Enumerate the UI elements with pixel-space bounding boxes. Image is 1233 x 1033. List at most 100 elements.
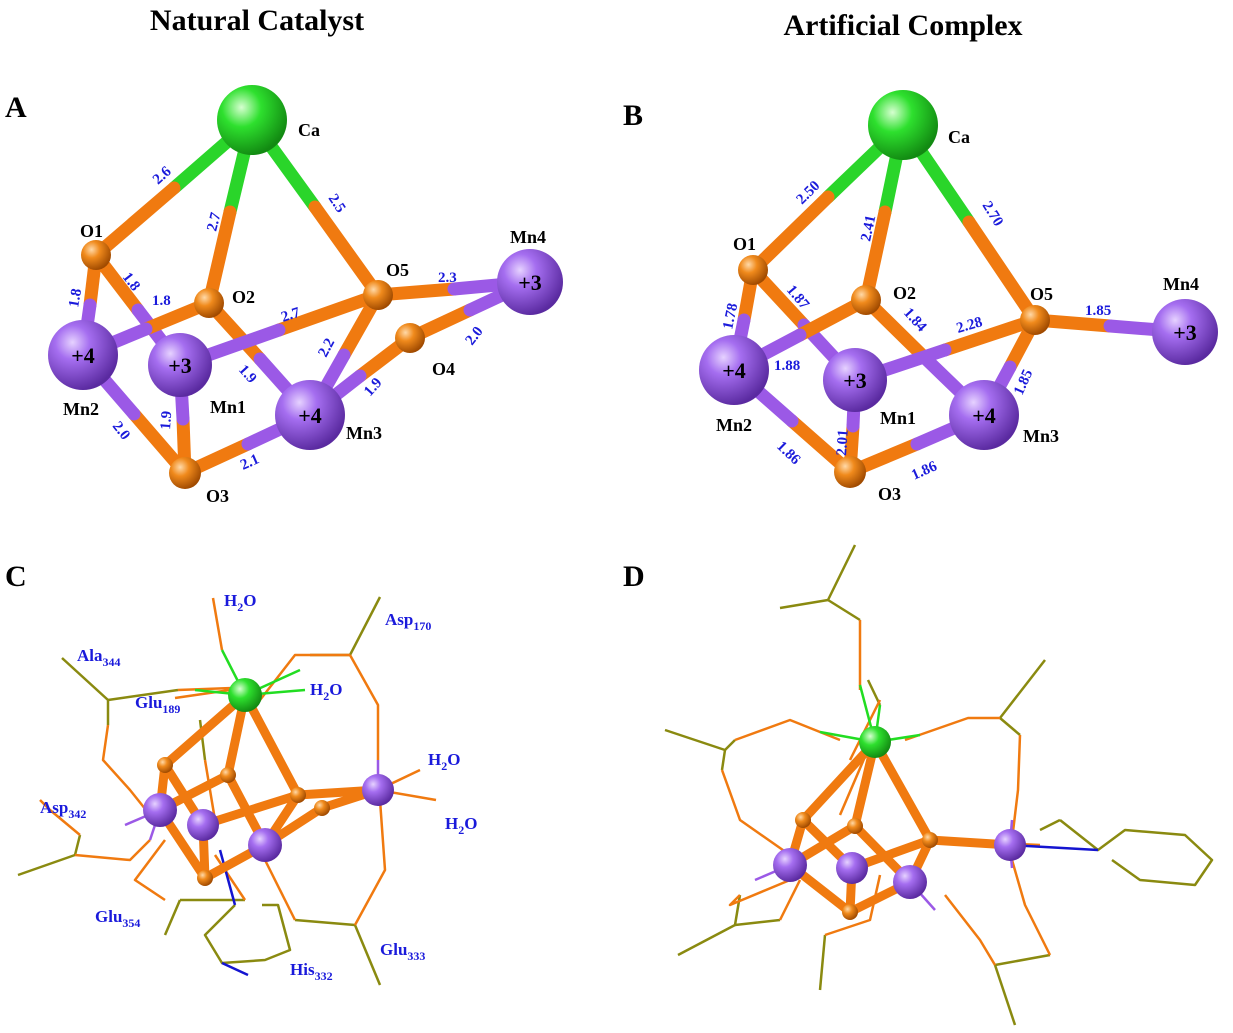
- title-natural-catalyst: Natural Catalyst: [150, 4, 364, 37]
- o5-atom-b: [1020, 305, 1050, 335]
- label-ala-344: Ala344: [77, 646, 121, 669]
- panel-label-b: B: [623, 99, 643, 132]
- label-ca: Ca: [298, 120, 320, 140]
- panel-d-structure: [664, 544, 1214, 1026]
- dist-b-o1-mn2: 1.78: [720, 302, 741, 331]
- label-asp-342: Asp342: [40, 798, 86, 821]
- mn-atom-d1: [773, 848, 807, 882]
- oxidation-mn1: +3: [168, 353, 192, 378]
- label-o3: O3: [206, 486, 229, 506]
- panel-c-atoms: [143, 678, 394, 886]
- label-water-top: H2O: [224, 591, 256, 614]
- dist-b-ca-o5: 2.70: [979, 199, 1006, 230]
- label-water-mid: H2O: [310, 680, 342, 703]
- dist-a-o5-mn1: 2.7: [279, 305, 302, 326]
- o5-atom: [363, 280, 393, 310]
- panel-b-cluster: Ca O1 O2 O5 O3 Mn2 Mn1 Mn3 Mn4 +4 +3 +4 …: [699, 90, 1218, 504]
- mn-atom-c1: [143, 793, 177, 827]
- o1-atom: [81, 240, 111, 270]
- dist-b-o5-mn1: 2.28: [955, 314, 985, 337]
- o2-atom: [194, 288, 224, 318]
- dist-a-o2-mn2: 1.8: [152, 293, 171, 309]
- o3-atom-b: [834, 456, 866, 488]
- label-glu-354: Glu354: [95, 907, 140, 930]
- oxidation-mn2: +4: [71, 343, 95, 368]
- panel-label-c: C: [5, 560, 27, 593]
- mn-atom-d3: [893, 865, 927, 899]
- o-atom-d1: [795, 812, 811, 828]
- oxidation-mn1-b: +3: [843, 368, 867, 393]
- o-atom-c3: [290, 787, 306, 803]
- o-atom-d2: [847, 818, 863, 834]
- label-ca-b: Ca: [948, 127, 970, 147]
- label-o3-b: O3: [878, 484, 901, 504]
- label-mn3: Mn3: [346, 423, 382, 443]
- panel-b-labels: Ca O1 O2 O5 O3 Mn2 Mn1 Mn3 Mn4 +4 +3 +4 …: [716, 127, 1199, 504]
- mn3-atom-b: [949, 380, 1019, 450]
- mn-atom-c4: [362, 774, 394, 806]
- label-water-right2: H2O: [445, 814, 477, 837]
- label-o5-b: O5: [1030, 284, 1053, 304]
- mn2-atom: [48, 320, 118, 390]
- panel-b-atoms: [699, 90, 1218, 488]
- dist-a-o5-mn3: 2.2: [315, 336, 338, 360]
- label-o1: O1: [80, 221, 103, 241]
- dist-b-o3-mn2: 1.86: [773, 438, 803, 468]
- label-o1-b: O1: [733, 234, 756, 254]
- label-water-right1: H2O: [428, 750, 460, 773]
- panel-a-atoms: [48, 85, 563, 489]
- dist-b-o2-mn2: 1.88: [774, 358, 800, 374]
- panel-d-atoms: [773, 726, 1026, 920]
- o3-atom: [169, 457, 201, 489]
- o-atom-d4: [842, 904, 858, 920]
- mn2-atom-b: [699, 335, 769, 405]
- ca-atom-d: [859, 726, 891, 758]
- dist-a-o3-mn3: 2.1: [238, 451, 262, 473]
- mn-atom-c2: [187, 809, 219, 841]
- dist-a-ca-o5: 2.5: [325, 191, 349, 215]
- dist-a-o3-mn1: 1.9: [158, 410, 175, 430]
- dist-b-o3-mn3: 1.86: [909, 458, 940, 483]
- label-glu-333: Glu333: [380, 940, 425, 963]
- ca-atom-c: [228, 678, 262, 712]
- o-atom-c5: [197, 870, 213, 886]
- dist-a-ca-o2: 2.7: [204, 210, 224, 233]
- dist-b-ca-o2: 2.41: [858, 214, 879, 243]
- label-mn4: Mn4: [510, 227, 546, 247]
- ca-atom: [217, 85, 287, 155]
- label-mn4-b: Mn4: [1163, 274, 1199, 294]
- o-atom-c2: [220, 767, 236, 783]
- title-artificial-complex: Artificial Complex: [783, 9, 1022, 42]
- o-atom-c1: [157, 757, 173, 773]
- mn-atom-d2: [836, 852, 868, 884]
- label-mn2: Mn2: [63, 399, 99, 419]
- label-mn3-b: Mn3: [1023, 426, 1059, 446]
- dist-a-o1-mn2: 1.8: [66, 287, 85, 308]
- o-atom-d3: [922, 832, 938, 848]
- o2-atom-b: [851, 285, 881, 315]
- dist-b-o5-mn4: 1.85: [1085, 303, 1111, 319]
- panel-c-ligand-wires: [17, 596, 437, 986]
- label-asp-170: Asp170: [385, 610, 431, 633]
- panel-c-ligand-labels: H2O H2O H2O H2O Ala344 Asp170 Glu189 Asp…: [40, 591, 477, 983]
- ca-atom-b: [868, 90, 938, 160]
- mn-atom-d4: [994, 829, 1026, 861]
- oxidation-mn4: +3: [518, 270, 542, 295]
- label-o2-b: O2: [893, 283, 916, 303]
- dist-a-o4-mn4: 2.0: [463, 324, 487, 349]
- panel-a-cluster: Ca O1 O2 O5 O4 O3 Mn2 Mn1 Mn3 Mn4 +4 +3 …: [48, 85, 563, 506]
- label-mn2-b: Mn2: [716, 415, 752, 435]
- label-o2: O2: [232, 287, 255, 307]
- dist-a-o5-mn4: 2.3: [438, 270, 457, 286]
- mn4-atom-b: [1152, 299, 1218, 365]
- o1-atom-b: [738, 255, 768, 285]
- mn3-atom: [275, 380, 345, 450]
- dist-a-o2-mn3: 1.9: [235, 362, 259, 387]
- dist-a-o3-mn2: 2.0: [109, 419, 133, 444]
- label-o4: O4: [432, 359, 455, 379]
- mn-atom-c3: [248, 828, 282, 862]
- oxidation-mn4-b: +3: [1173, 320, 1197, 345]
- label-glu-189: Glu189: [135, 693, 180, 716]
